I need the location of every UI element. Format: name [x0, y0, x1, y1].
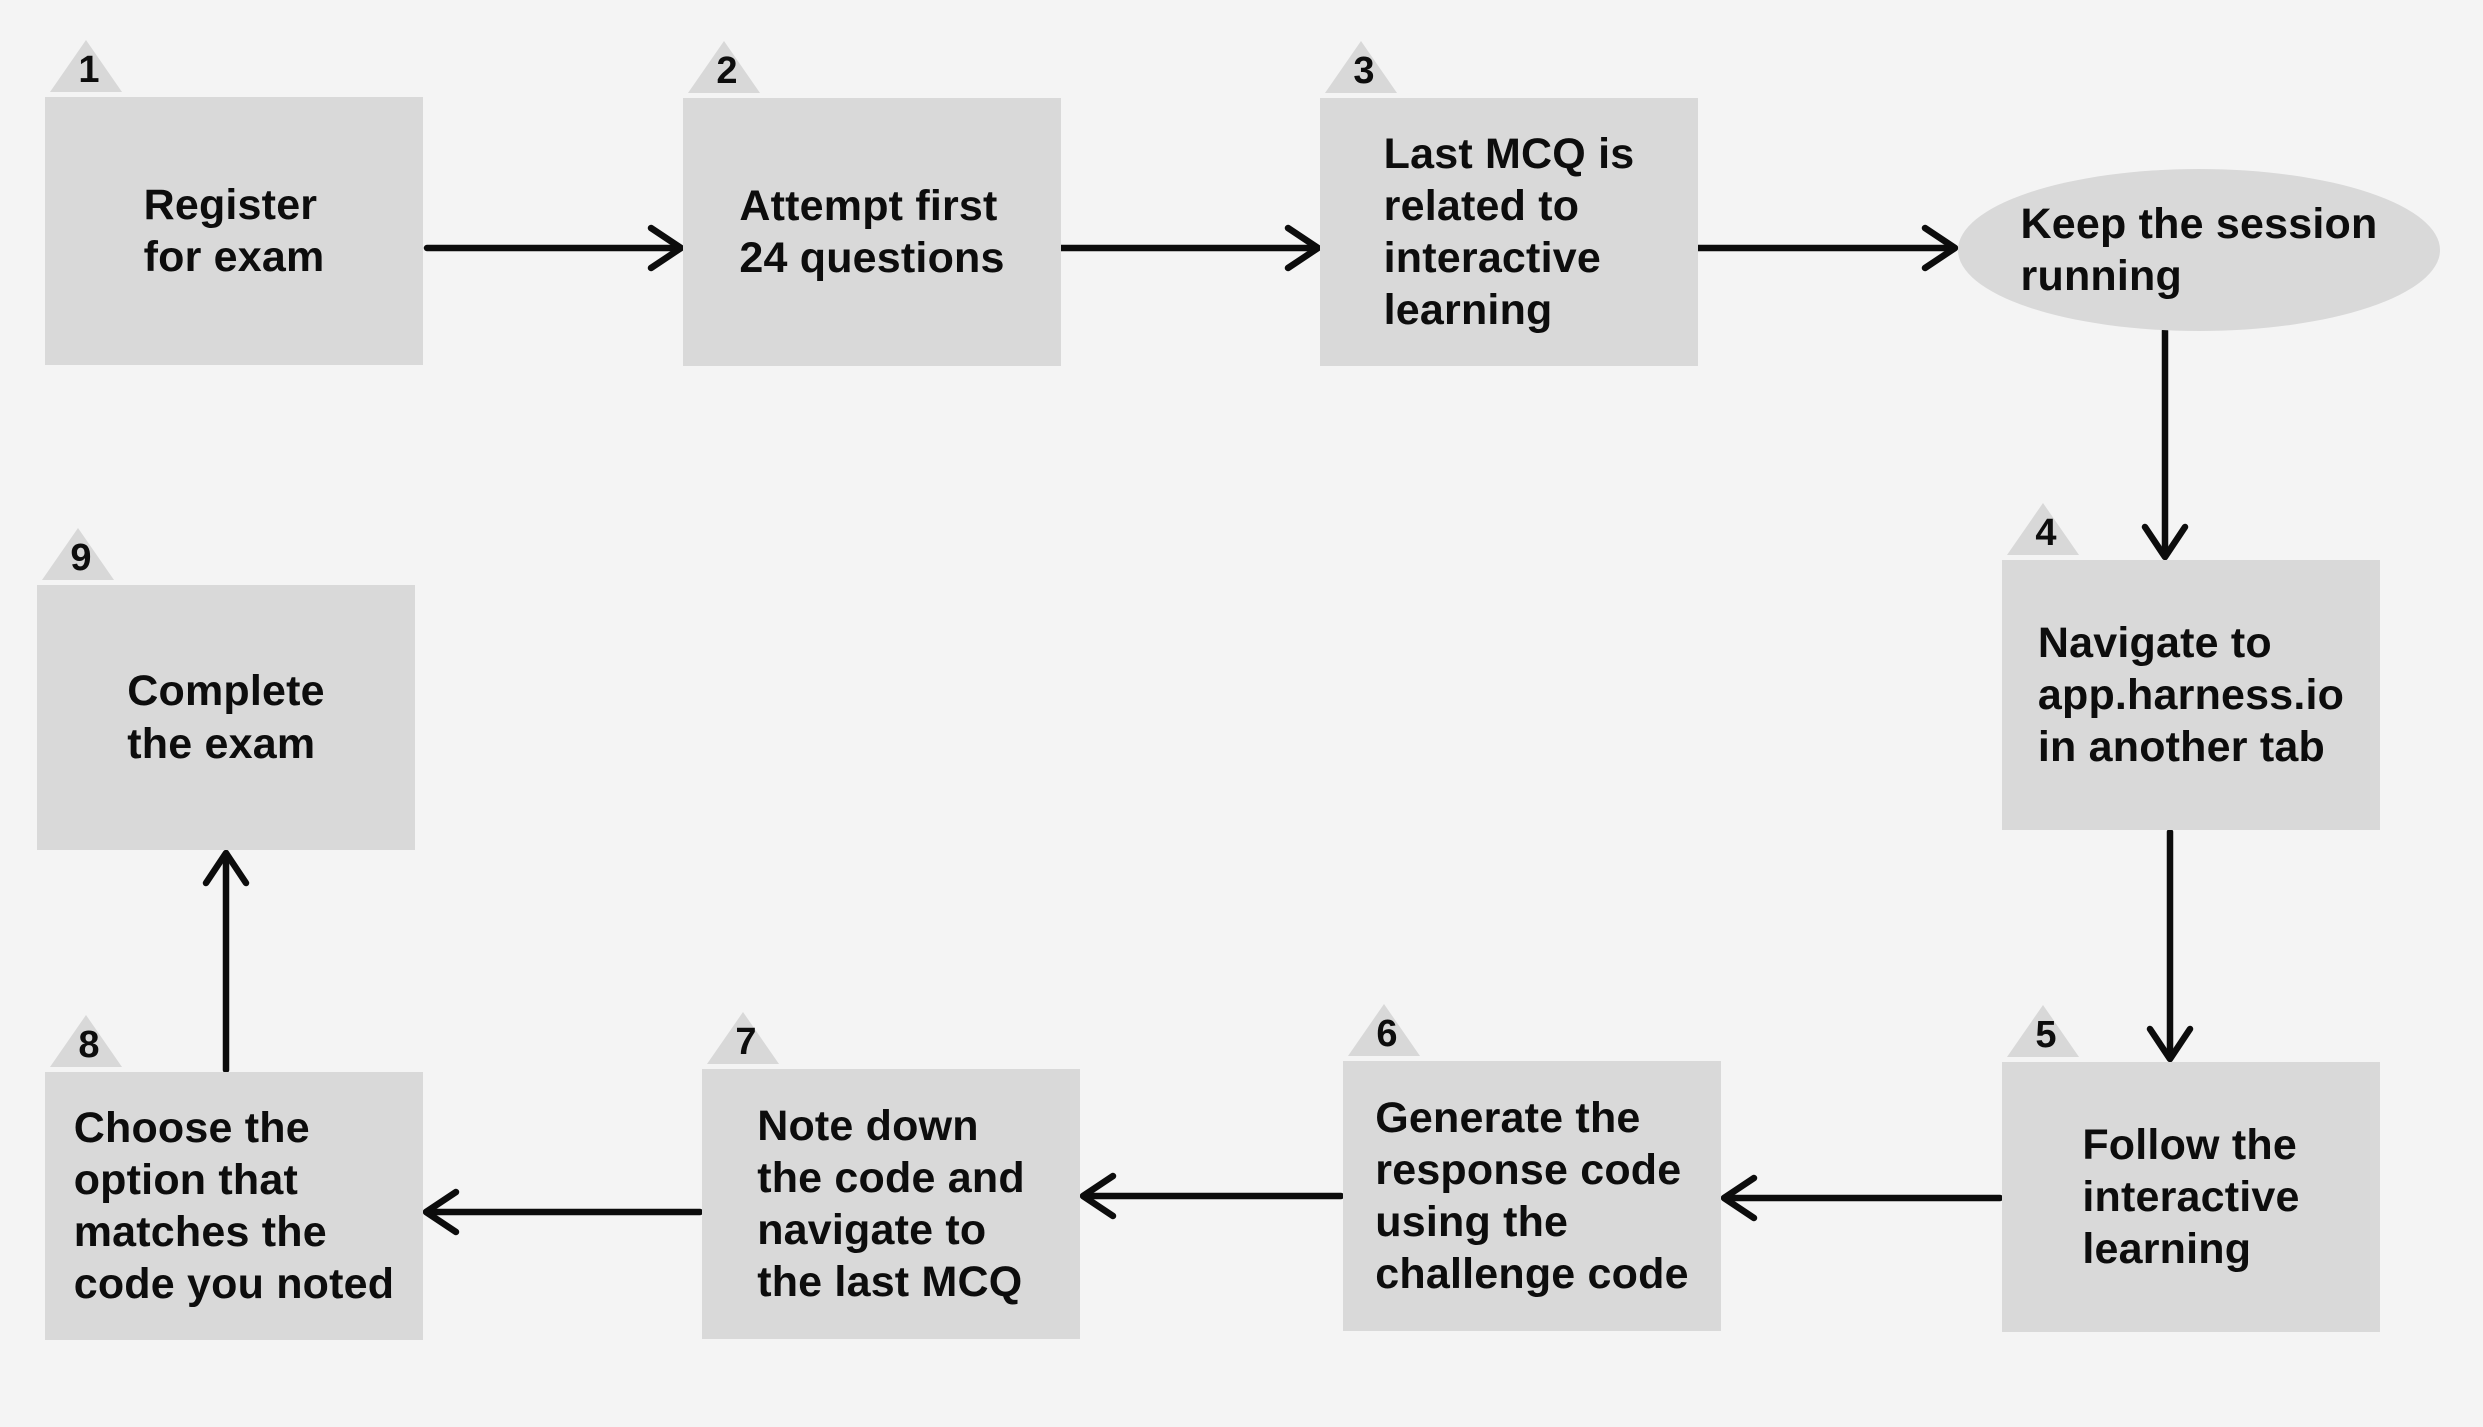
- step-5-box: 5 Follow the interactive learning: [2002, 1005, 2380, 1332]
- step-4-number: 4: [2035, 512, 2057, 554]
- step-9-label: Complete the exam: [127, 667, 325, 768]
- step-9-box: 9 Complete the exam: [37, 528, 415, 850]
- step-3-label: Last MCQ is related to interactive learn…: [1383, 129, 1635, 335]
- step-2-box: 2 Attempt first 24 questions: [683, 41, 1061, 366]
- step-5-number: 5: [2035, 1014, 2057, 1056]
- step-8-box: 8 Choose the option that matches the cod…: [45, 1015, 423, 1340]
- connector-5-6-arrowhead-icon: [1720, 1174, 1758, 1222]
- step-6-label: Generate the response code using the cha…: [1375, 1093, 1689, 1299]
- step-1-label: Register for exam: [143, 180, 325, 281]
- step-8-number: 8: [78, 1024, 100, 1066]
- step-2-label: Attempt first 24 questions: [739, 181, 1005, 282]
- step-8-label: Choose the option that matches the code …: [73, 1103, 395, 1309]
- step-1-box: 1 Register for exam: [45, 40, 423, 365]
- connector-3-session-arrowhead-icon: [1921, 224, 1959, 272]
- step-1-badge: 1: [50, 40, 122, 92]
- step-6-box: 6 Generate the response code using the c…: [1343, 1004, 1721, 1331]
- step-5-badge: 5: [2007, 1005, 2079, 1057]
- step-7-badge: 7: [707, 1012, 779, 1064]
- step-4-badge: 4: [2007, 503, 2079, 555]
- step-2-badge: 2: [688, 41, 760, 93]
- step-2-number: 2: [716, 50, 738, 92]
- connector-1-2-arrowhead-icon: [647, 224, 685, 272]
- step-3-number: 3: [1353, 50, 1375, 92]
- step-4-box: 4 Navigate to app.harness.io in another …: [2002, 503, 2380, 830]
- step-7-number: 7: [735, 1021, 757, 1063]
- step-4-label: Navigate to app.harness.io in another ta…: [2037, 618, 2345, 771]
- step-9-badge: 9: [42, 528, 114, 580]
- step-5-label: Follow the interactive learning: [2082, 1120, 2300, 1273]
- connector-8-9-arrowhead-icon: [202, 849, 250, 887]
- step-7-box: 7 Note down the code and navigate to the…: [702, 1012, 1080, 1339]
- step-1-number: 1: [78, 49, 100, 91]
- connector-2-3-arrowhead-icon: [1284, 224, 1322, 272]
- connector-session-4-arrowhead-icon: [2141, 523, 2189, 561]
- keep-session-label: Keep the session running: [2020, 199, 2378, 300]
- connector-4-5-arrowhead-icon: [2146, 1025, 2194, 1063]
- step-6-number: 6: [1376, 1013, 1398, 1055]
- step-6-badge: 6: [1348, 1004, 1420, 1056]
- step-9-number: 9: [70, 537, 92, 579]
- keep-session-ellipse: Keep the session running: [1958, 169, 2440, 331]
- step-7-label: Note down the code and navigate to the l…: [757, 1101, 1025, 1307]
- connector-7-8-arrowhead-icon: [422, 1188, 460, 1236]
- connector-6-7-arrowhead-icon: [1079, 1172, 1117, 1220]
- step-8-badge: 8: [50, 1015, 122, 1067]
- step-3-box: 3 Last MCQ is related to interactive lea…: [1320, 41, 1698, 366]
- step-3-badge: 3: [1325, 41, 1397, 93]
